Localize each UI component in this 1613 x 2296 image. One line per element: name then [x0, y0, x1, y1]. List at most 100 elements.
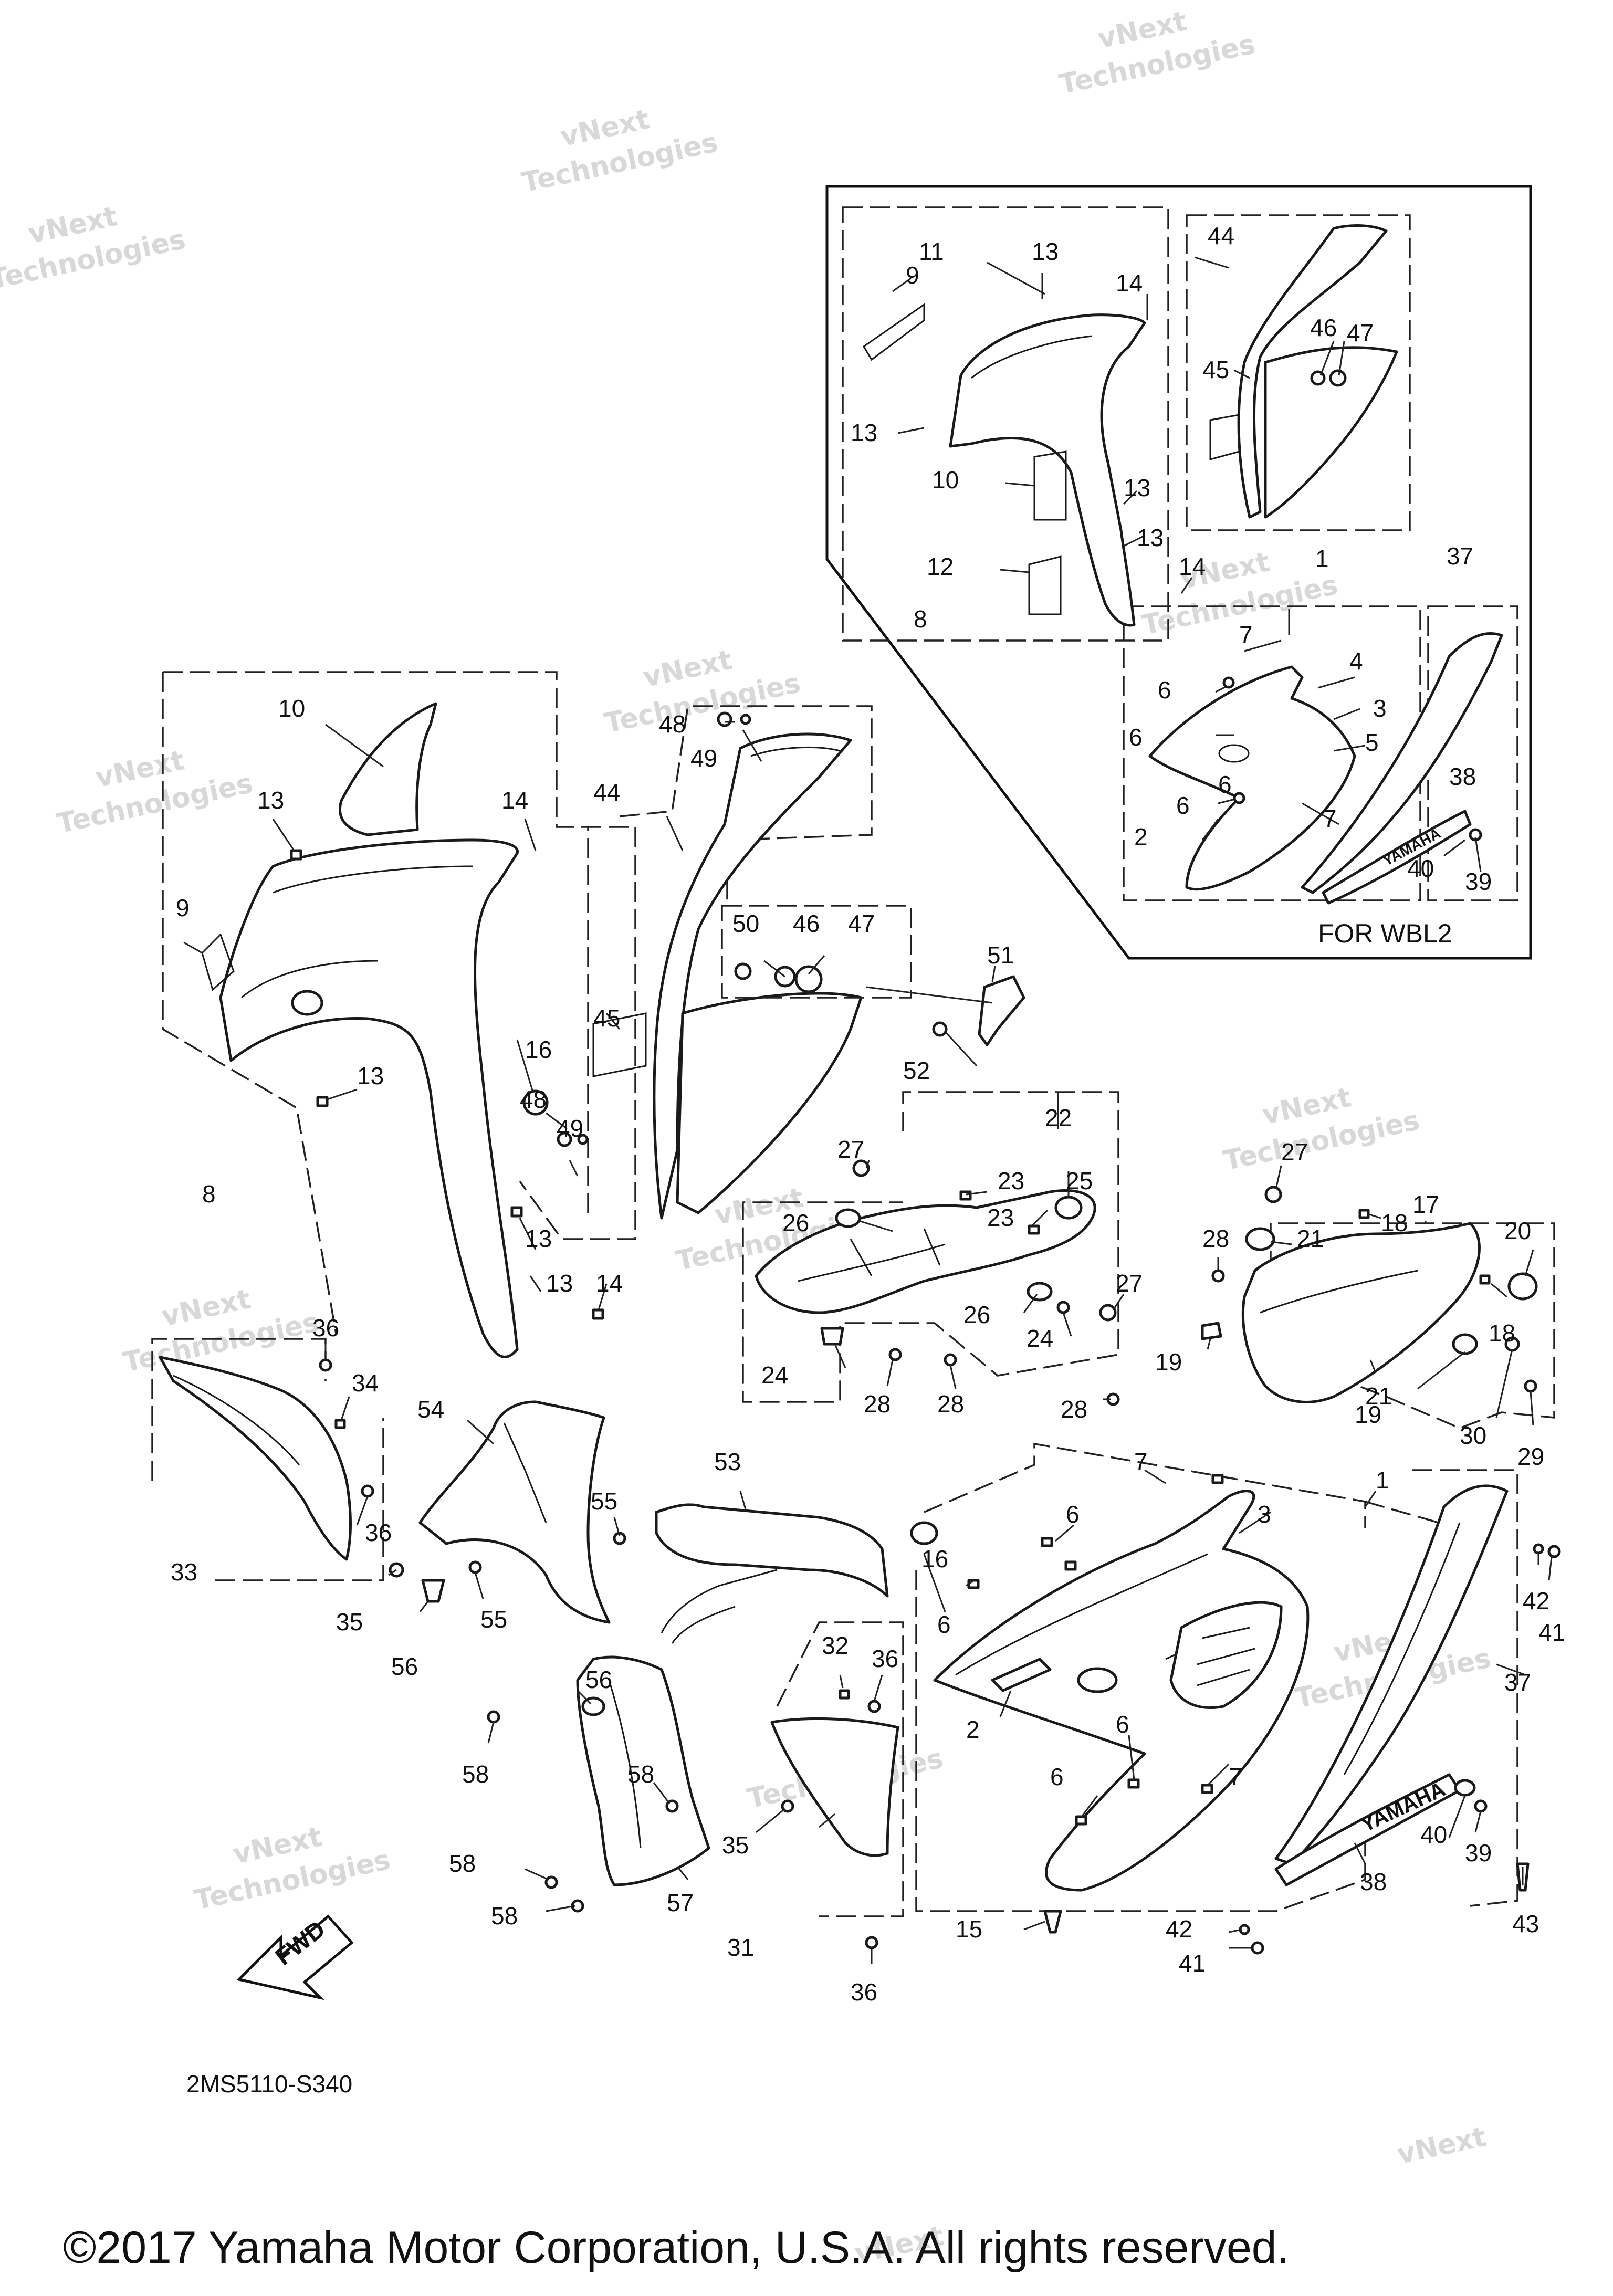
inset-label: FOR WBL2 — [1318, 919, 1452, 948]
callout-30: 30 — [1460, 1422, 1486, 1449]
callout-39: 39 — [1465, 1839, 1492, 1867]
callout-28: 28 — [1202, 1225, 1229, 1252]
lower-left-leaders — [324, 1341, 883, 1964]
callout-45: 45 — [1202, 356, 1229, 383]
inset-inner-panel-44 — [1237, 224, 1388, 519]
callout-44: 44 — [1208, 222, 1234, 249]
callout-13: 13 — [1124, 474, 1150, 501]
callout-13: 13 — [357, 1062, 384, 1089]
callout-36: 36 — [312, 1314, 339, 1341]
callout-34: 34 — [352, 1369, 379, 1397]
inset-nut-6b — [1233, 792, 1245, 804]
callout-20: 20 — [1504, 1217, 1531, 1244]
screw-58 — [487, 1710, 500, 1724]
callout-43: 43 — [1512, 1910, 1539, 1937]
clip-36 — [319, 1358, 332, 1372]
inner-leaders — [605, 721, 996, 1067]
screw-28b — [944, 1353, 957, 1367]
inner-cover — [676, 992, 863, 1214]
nut-13a — [290, 849, 302, 861]
callout-21: 21 — [1365, 1382, 1392, 1410]
callout-14: 14 — [1116, 269, 1143, 297]
damper-21 — [1245, 1227, 1275, 1251]
rivet-56 — [421, 1579, 445, 1603]
bolt-27 — [852, 1159, 870, 1177]
callout-52: 52 — [903, 1057, 930, 1084]
callout-56: 56 — [585, 1666, 612, 1693]
nut-14 — [592, 1308, 604, 1320]
inset-leader-lines — [892, 256, 1482, 872]
callout-13: 13 — [1137, 524, 1164, 551]
screw-28c — [1211, 1269, 1225, 1283]
front-cowl-group — [162, 671, 636, 1358]
callout-53: 53 — [714, 1448, 741, 1475]
side-panel-3-slats — [1197, 1627, 1255, 1686]
dash-side-bottom — [915, 1570, 1366, 1912]
collar-24b — [820, 1327, 844, 1346]
callout-41: 41 — [1538, 1619, 1565, 1646]
fwd-arrow-icon — [236, 1914, 354, 2000]
inset-decal-12 — [1028, 555, 1062, 615]
inset-wbl2: YAMAHA — [825, 185, 1532, 960]
screw-50 — [734, 962, 752, 980]
callout-27: 27 — [1116, 1270, 1143, 1297]
callout-13: 13 — [851, 419, 877, 446]
callout-26: 26 — [782, 1209, 809, 1236]
callout-3: 3 — [1373, 695, 1387, 722]
callout-27: 27 — [1281, 1138, 1308, 1166]
inset-nut-6 — [1222, 676, 1235, 689]
callout-36: 36 — [851, 1978, 877, 2006]
side-cover-1 — [933, 1490, 1310, 1892]
grommet-20 — [1507, 1272, 1538, 1301]
decal-10 — [338, 702, 437, 836]
callout-8: 8 — [202, 1180, 216, 1208]
bracket-right-group — [1103, 1165, 1555, 1429]
bracket-left-group — [742, 1091, 1125, 1403]
callout-11: 11 — [919, 238, 944, 265]
bracket-right-leaders — [1103, 1165, 1534, 1426]
bracket-17 — [1241, 1222, 1481, 1403]
callout-40: 40 — [1407, 855, 1434, 882]
callout-24: 24 — [1027, 1325, 1053, 1352]
callout-27: 27 — [837, 1136, 864, 1163]
washer-49b — [577, 1134, 589, 1145]
inset-inner-cover — [1264, 346, 1398, 519]
nut-7b — [1201, 1784, 1213, 1794]
nut-13b — [316, 1096, 329, 1107]
inset-decal-10 — [1033, 450, 1067, 521]
callout-51: 51 — [987, 941, 1014, 969]
grommet-47 — [794, 965, 823, 993]
side-panel-33-edge — [173, 1375, 300, 1465]
clip-36c — [867, 1700, 881, 1713]
cowl-edge-lines — [241, 865, 473, 999]
callout-layer: 11 13 14 9 13 10 13 13 12 14 8 44 46 47 … — [171, 222, 1565, 2006]
callout-6: 6 — [937, 1611, 951, 1638]
inset-dash-group-inner — [1186, 214, 1411, 531]
nut-23 — [959, 1190, 972, 1201]
collar-24 — [1056, 1301, 1070, 1314]
nut-18 — [1358, 1209, 1370, 1219]
callout-25: 25 — [1066, 1167, 1093, 1194]
callout-8: 8 — [914, 605, 927, 633]
callout-9: 9 — [176, 894, 190, 921]
callout-38: 38 — [1360, 1868, 1387, 1895]
under-cowl-57 — [576, 1655, 710, 1886]
inset-screw-46 — [1310, 370, 1326, 386]
callout-37: 37 — [1504, 1669, 1531, 1696]
screw-48b — [557, 1131, 572, 1147]
under-cowl-37 — [1274, 1484, 1509, 1865]
callout-47: 47 — [1347, 319, 1374, 347]
callout-21: 21 — [1297, 1225, 1324, 1252]
callout-36: 36 — [872, 1645, 898, 1672]
callout-7: 7 — [1229, 1763, 1242, 1790]
callout-1: 1 — [1315, 545, 1329, 572]
callout-18: 18 — [1489, 1319, 1515, 1347]
bracket-51 — [978, 975, 1025, 1046]
rivet-56b — [581, 1696, 605, 1716]
callout-36: 36 — [365, 1519, 392, 1546]
callout-19: 19 — [1355, 1401, 1381, 1428]
bolt-27b — [1099, 1304, 1117, 1322]
clip-36d — [865, 1936, 878, 1949]
callout-6: 6 — [1066, 1501, 1080, 1528]
clip-36b — [361, 1484, 374, 1498]
